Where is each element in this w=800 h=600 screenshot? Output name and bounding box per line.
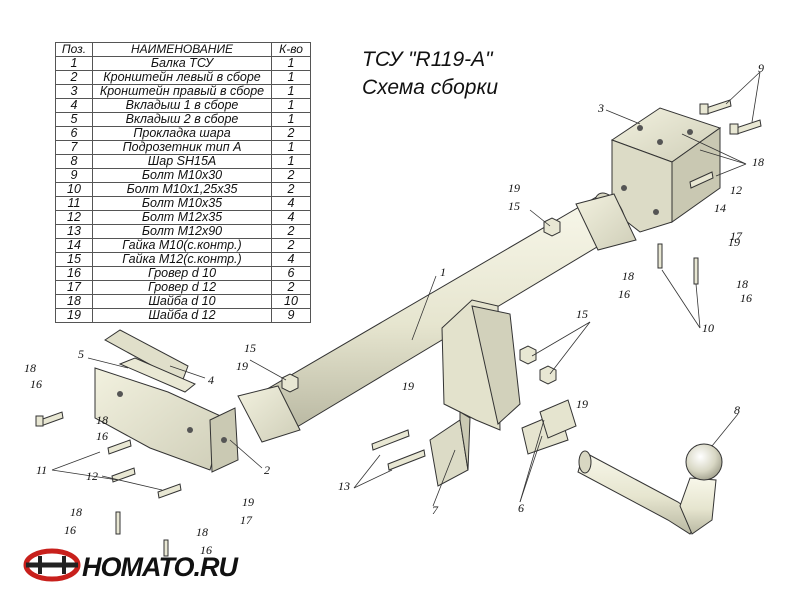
callout-18e: 18: [196, 525, 208, 539]
diagram-subtitle: Схема сборки: [362, 76, 499, 99]
right-bracket: [610, 107, 722, 233]
callout-19b: 19: [236, 359, 248, 373]
table-cell-name: Шайба d 12: [92, 308, 272, 323]
callout-3: 3: [597, 101, 604, 115]
diagram-title: ТСУ "R119-A": [362, 48, 493, 71]
callout-10: 10: [702, 321, 714, 335]
insert-2: [118, 357, 196, 393]
callout-17: 17: [730, 229, 743, 243]
table-cell-num: 10: [55, 182, 93, 197]
table-cell-name: Шайба d 10: [92, 294, 272, 309]
callout-15c: 15: [576, 307, 588, 321]
callout-12b: 12: [86, 469, 98, 483]
callout-15b: 15: [244, 341, 256, 355]
socket-bracket: [429, 411, 471, 487]
callout-16e: 16: [200, 543, 212, 557]
callout-16f: 16: [740, 291, 752, 305]
callout-15: 15: [508, 199, 520, 213]
callout-11: 11: [36, 463, 47, 477]
fasteners: [35, 99, 762, 557]
callout-19f: 19: [728, 235, 740, 249]
left-bracket: [94, 367, 239, 473]
callout-12: 12: [730, 183, 742, 197]
callout-13: 13: [338, 479, 350, 493]
callout-16d: 16: [64, 523, 76, 537]
callout-14: 14: [714, 201, 726, 215]
callout-17b: 17: [240, 513, 253, 527]
callout-labels: 1 2 3 4 5 6 7 8 9 10 11 12 13 14 15 16 1…: [24, 61, 764, 557]
callout-6: 6: [518, 501, 524, 515]
callout-18b: 18: [24, 361, 36, 375]
callout-5: 5: [78, 347, 84, 361]
callout-19c: 19: [242, 495, 254, 509]
callout-1: 1: [440, 265, 446, 279]
callout-2: 2: [264, 463, 270, 477]
table-cell-name: Гайка М12(с.контр.): [92, 252, 272, 267]
callout-4: 4: [208, 373, 214, 387]
callout-18f: 18: [622, 269, 634, 283]
callout-16c: 16: [96, 429, 108, 443]
callout-18g: 18: [736, 277, 748, 291]
tow-ball: [577, 443, 723, 535]
callout-18c: 18: [96, 413, 108, 427]
callout-9: 9: [758, 61, 764, 75]
table-cell-qty: 2: [271, 238, 311, 253]
leader-lines: [51, 71, 761, 507]
callout-19d: 19: [402, 379, 414, 393]
table-cell-qty: 2: [271, 182, 311, 197]
table-cell-num: 19: [55, 308, 93, 323]
callout-8: 8: [734, 403, 740, 417]
callout-16b: 16: [30, 377, 42, 391]
callout-7: 7: [432, 503, 439, 517]
callout-18: 18: [752, 155, 764, 169]
logo-text: HOMATO.RU: [82, 552, 238, 582]
table-cell-qty: 9: [271, 308, 311, 323]
tow-bar-beam: [237, 192, 637, 443]
callout-19e: 19: [576, 397, 588, 411]
callout-16: 16: [618, 287, 630, 301]
logo-mark: [23, 548, 81, 582]
table-cell-name: Болт М12х90: [92, 224, 272, 239]
table-cell-qty: 1: [271, 70, 311, 85]
callout-19: 19: [508, 181, 520, 195]
table-cell-num: 14: [55, 238, 93, 253]
callout-18d: 18: [70, 505, 82, 519]
table-cell-num: 16: [55, 266, 93, 281]
ball-spacers: [521, 399, 577, 455]
